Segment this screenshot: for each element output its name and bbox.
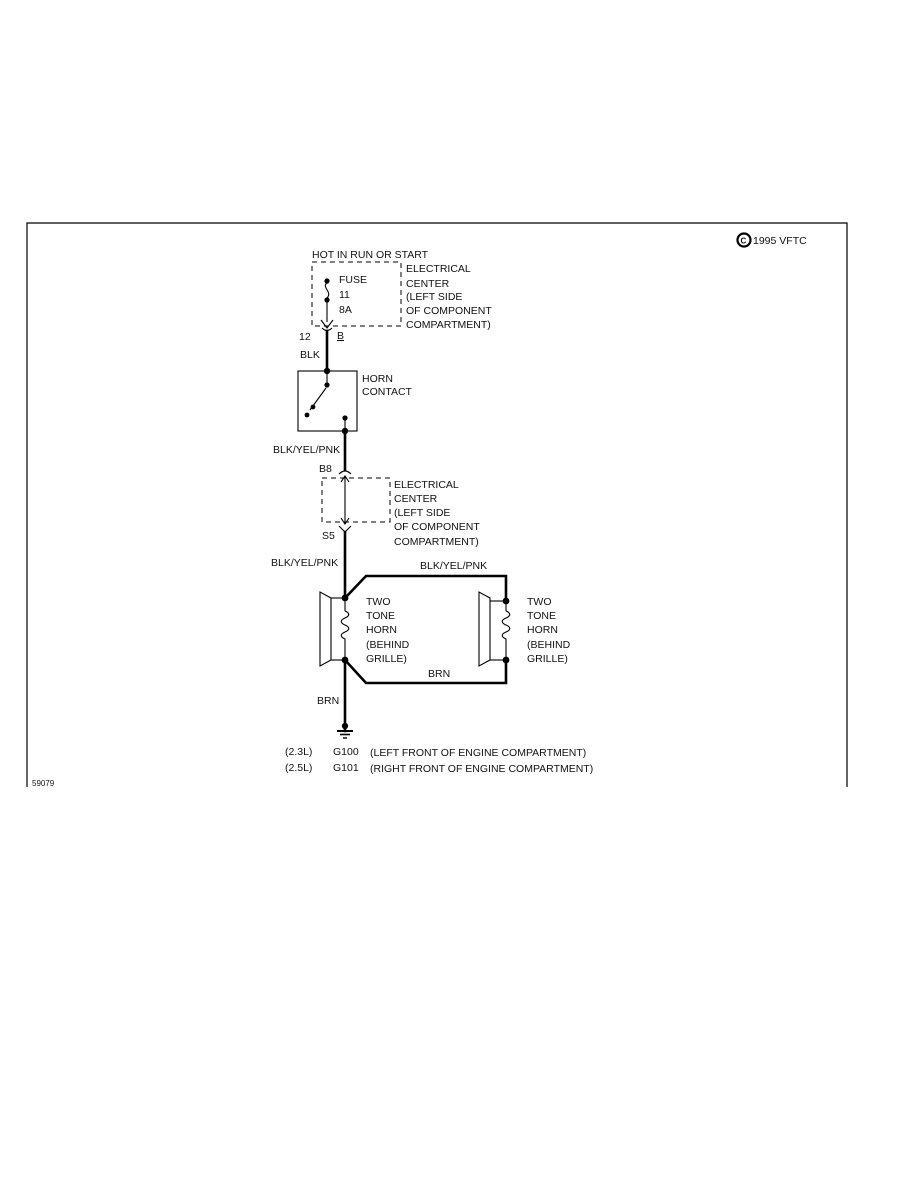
ground-1-engine: (2.3L)	[285, 746, 312, 758]
horn-contact-label-1: HORN	[362, 373, 393, 385]
ground-icon	[337, 722, 353, 739]
electrical-center-bottom-line-1: ELECTRICAL	[394, 479, 459, 491]
horn-right-label-3: HORN	[527, 624, 558, 636]
electrical-center-bottom-line-2: CENTER	[394, 493, 438, 505]
electrical-center-top-box	[311, 261, 402, 327]
horn-right-label-2: TONE	[527, 610, 556, 622]
horn-contact-switch	[304, 367, 349, 435]
connector-b8-label: B8	[319, 463, 332, 475]
fuse-symbol	[324, 278, 330, 322]
electrical-center-bottom-box	[321, 477, 391, 523]
electrical-center-bottom-line-4: OF COMPONENT	[394, 521, 480, 533]
wire-label-brn-1: BRN	[317, 695, 339, 707]
copyright-symbol: C	[741, 237, 747, 246]
horn-right-label-4: (BEHIND	[527, 639, 571, 651]
power-source-label: HOT IN RUN OR START	[312, 249, 429, 261]
wire-brn-2	[343, 658, 508, 685]
fuse-number: 11	[339, 289, 350, 301]
horn-right-label-1: TWO	[527, 596, 552, 608]
connector-b8-symbol	[338, 470, 352, 475]
electrical-center-top-line-5: COMPARTMENT)	[406, 319, 491, 331]
figure-id: 59079	[32, 779, 55, 788]
copyright-text: 1995 VFTC	[753, 235, 807, 247]
horn-left-label-2: TONE	[366, 610, 395, 622]
ground-2-id: G101	[333, 762, 359, 774]
fuse-label: FUSE	[339, 274, 367, 286]
wire-blk-yel-pnk-3	[343, 574, 508, 603]
electrical-center-top-line-4: OF COMPONENT	[406, 305, 492, 317]
electrical-center-top-line-2: CENTER	[406, 278, 450, 290]
horn-right-symbol	[478, 591, 511, 667]
connector-top-symbol	[320, 319, 334, 329]
connector-top-pin: 12	[299, 331, 311, 343]
ground-1-id: G100	[333, 746, 359, 758]
wire-label-blk-yel-pnk-3: BLK/YEL/PNK	[420, 560, 487, 572]
copyright-icon	[736, 232, 752, 248]
connector-s5-label: S5	[322, 530, 335, 542]
electrical-center-bottom-line-5: COMPARTMENT)	[394, 536, 479, 548]
wire-label-blk-yel-pnk-1: BLK/YEL/PNK	[273, 444, 340, 456]
horn-contact-label-2: CONTACT	[362, 386, 413, 398]
wire-label-blk: BLK	[300, 349, 320, 361]
wire-label-blk-yel-pnk-2: BLK/YEL/PNK	[271, 557, 338, 569]
diagram-frame	[26, 222, 848, 787]
horn-right-label-5: GRILLE)	[527, 653, 568, 665]
horn-left-label-5: GRILLE)	[366, 653, 407, 665]
ground-2-engine: (2.5L)	[285, 762, 312, 774]
horn-left-symbol	[319, 591, 350, 667]
electrical-center-top-line-3: (LEFT SIDE	[406, 291, 462, 303]
connector-top-id: B	[337, 330, 344, 342]
ground-1-location: (LEFT FRONT OF ENGINE COMPARTMENT)	[370, 747, 586, 759]
electrical-center-bottom-line-3: (LEFT SIDE	[394, 507, 450, 519]
ground-2-location: (RIGHT FRONT OF ENGINE COMPARTMENT)	[370, 763, 593, 775]
wire-label-brn-2: BRN	[428, 668, 450, 680]
fuse-rating: 8A	[339, 304, 352, 316]
electrical-center-top-line-1: ELECTRICAL	[406, 263, 471, 275]
horn-left-label-4: (BEHIND	[366, 639, 410, 651]
horn-left-label-1: TWO	[366, 596, 391, 608]
electrical-center-bottom-passthrough	[340, 475, 350, 525]
horn-left-label-3: HORN	[366, 624, 397, 636]
